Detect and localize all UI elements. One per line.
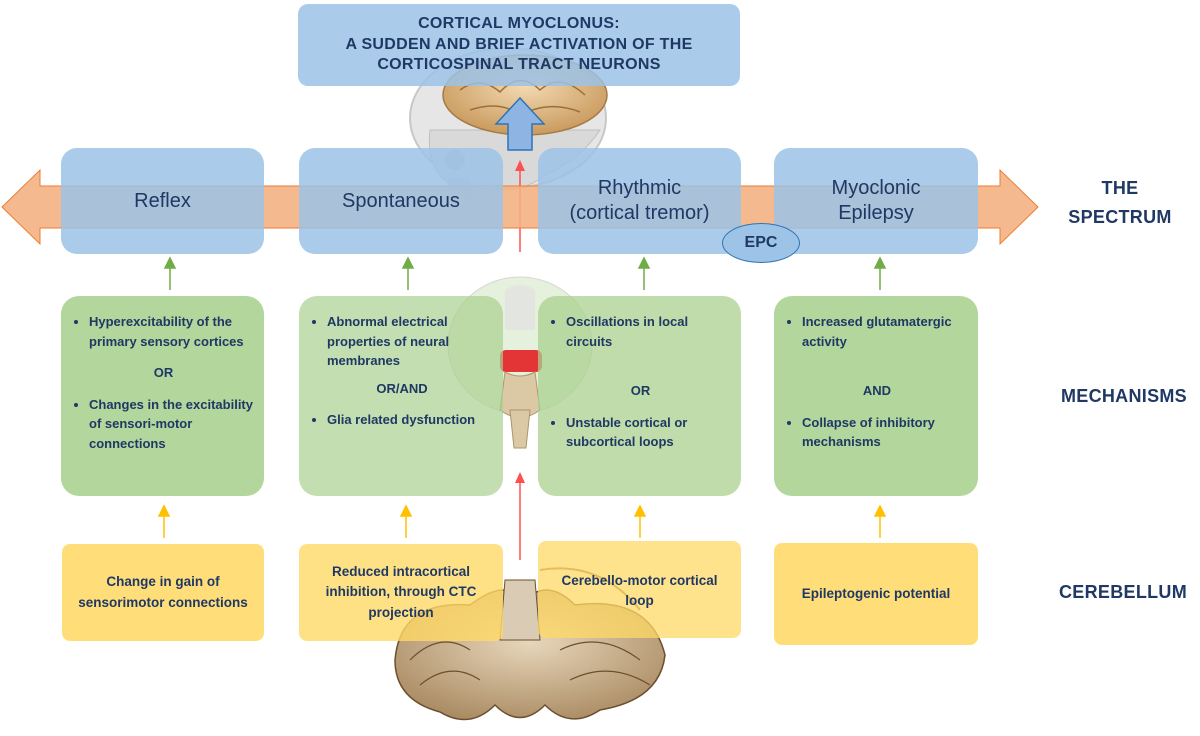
mechanism-item: Hyperexcitability of the primary sensory…: [89, 312, 254, 351]
row-label-cerebellum: CEREBELLUM: [1059, 582, 1187, 602]
title-box: CORTICAL MYOCLONUS: A SUDDEN AND BRIEF A…: [298, 4, 740, 86]
title-line-2: A SUDDEN AND BRIEF ACTIVATION OF THE: [345, 35, 693, 53]
mechanism-join: OR: [153, 365, 174, 380]
mechanism-join: OR: [630, 383, 651, 398]
spectrum-box-spontaneous: Spontaneous: [299, 148, 503, 254]
mechanism-item: Collapse of inhibitory mechanisms: [802, 413, 968, 452]
spectrum-box-reflex: Reflex: [61, 148, 264, 254]
mechanism-item: Oscillations in local circuits: [566, 312, 731, 351]
mechanism-item: Increased glutamatergic activity: [802, 312, 968, 351]
row-label-spectrum: THE SPECTRUM: [1050, 174, 1190, 232]
spectrum-box-rhythmic: Rhythmic (cortical tremor): [538, 148, 741, 254]
mechanism-box-myoclonic-epilepsy: Increased glutamatergic activity AND Col…: [774, 296, 978, 496]
spectrum-box-myoclonic-epilepsy: Myoclonic Epilepsy: [774, 148, 978, 254]
row-label-mechanisms: MECHANISMS: [1060, 386, 1187, 406]
spectrum-label: Myoclonic: [831, 177, 921, 199]
mechanism-item: Changes in the excitability of sensori-m…: [89, 395, 254, 454]
mechanism-item: Unstable cortical or subcortical loops: [566, 413, 731, 452]
spectrum-sublabel: Epilepsy: [838, 202, 914, 224]
green-arrows: [163, 256, 887, 290]
mechanism-item: Abnormal electrical properties of neural…: [327, 312, 493, 371]
row-label-line: SPECTRUM: [1068, 206, 1172, 227]
mechanism-box-spontaneous: Abnormal electrical properties of neural…: [299, 296, 503, 496]
red-pathway-arrows: [515, 160, 525, 560]
cerebellum-box-spontaneous: Reduced intracortical inhibition, throug…: [299, 544, 503, 641]
mechanism-join: AND: [862, 383, 892, 398]
spectrum-sublabel: (cortical tremor): [569, 202, 710, 224]
spectrum-label: Spontaneous: [342, 189, 460, 212]
row-label-line: THE: [1101, 178, 1139, 198]
title-line-1: CORTICAL MYOCLONUS:: [418, 15, 620, 33]
cerebellum-box-reflex: Change in gain of sensorimotor connectio…: [62, 544, 264, 641]
mechanism-item: Glia related dysfunction: [327, 410, 493, 430]
cortex-up-arrow: [494, 96, 546, 151]
cerebellum-box-rhythmic: Cerebello-motor cortical loop: [538, 541, 741, 638]
spectrum-label: Reflex: [134, 189, 191, 212]
mechanism-join: OR/AND: [376, 380, 428, 396]
epc-ellipse: EPC: [722, 223, 800, 263]
cerebellum-box-myoclonic-epilepsy: Epileptogenic potential: [774, 543, 978, 645]
mechanism-box-reflex: Hyperexcitability of the primary sensory…: [61, 296, 264, 496]
title-line-3: CORTICOSPINAL TRACT NEURONS: [377, 56, 661, 74]
yellow-arrows: [157, 504, 887, 538]
spectrum-label: Rhythmic: [597, 177, 682, 199]
mechanism-box-rhythmic: Oscillations in local circuits OR Unstab…: [538, 296, 741, 496]
